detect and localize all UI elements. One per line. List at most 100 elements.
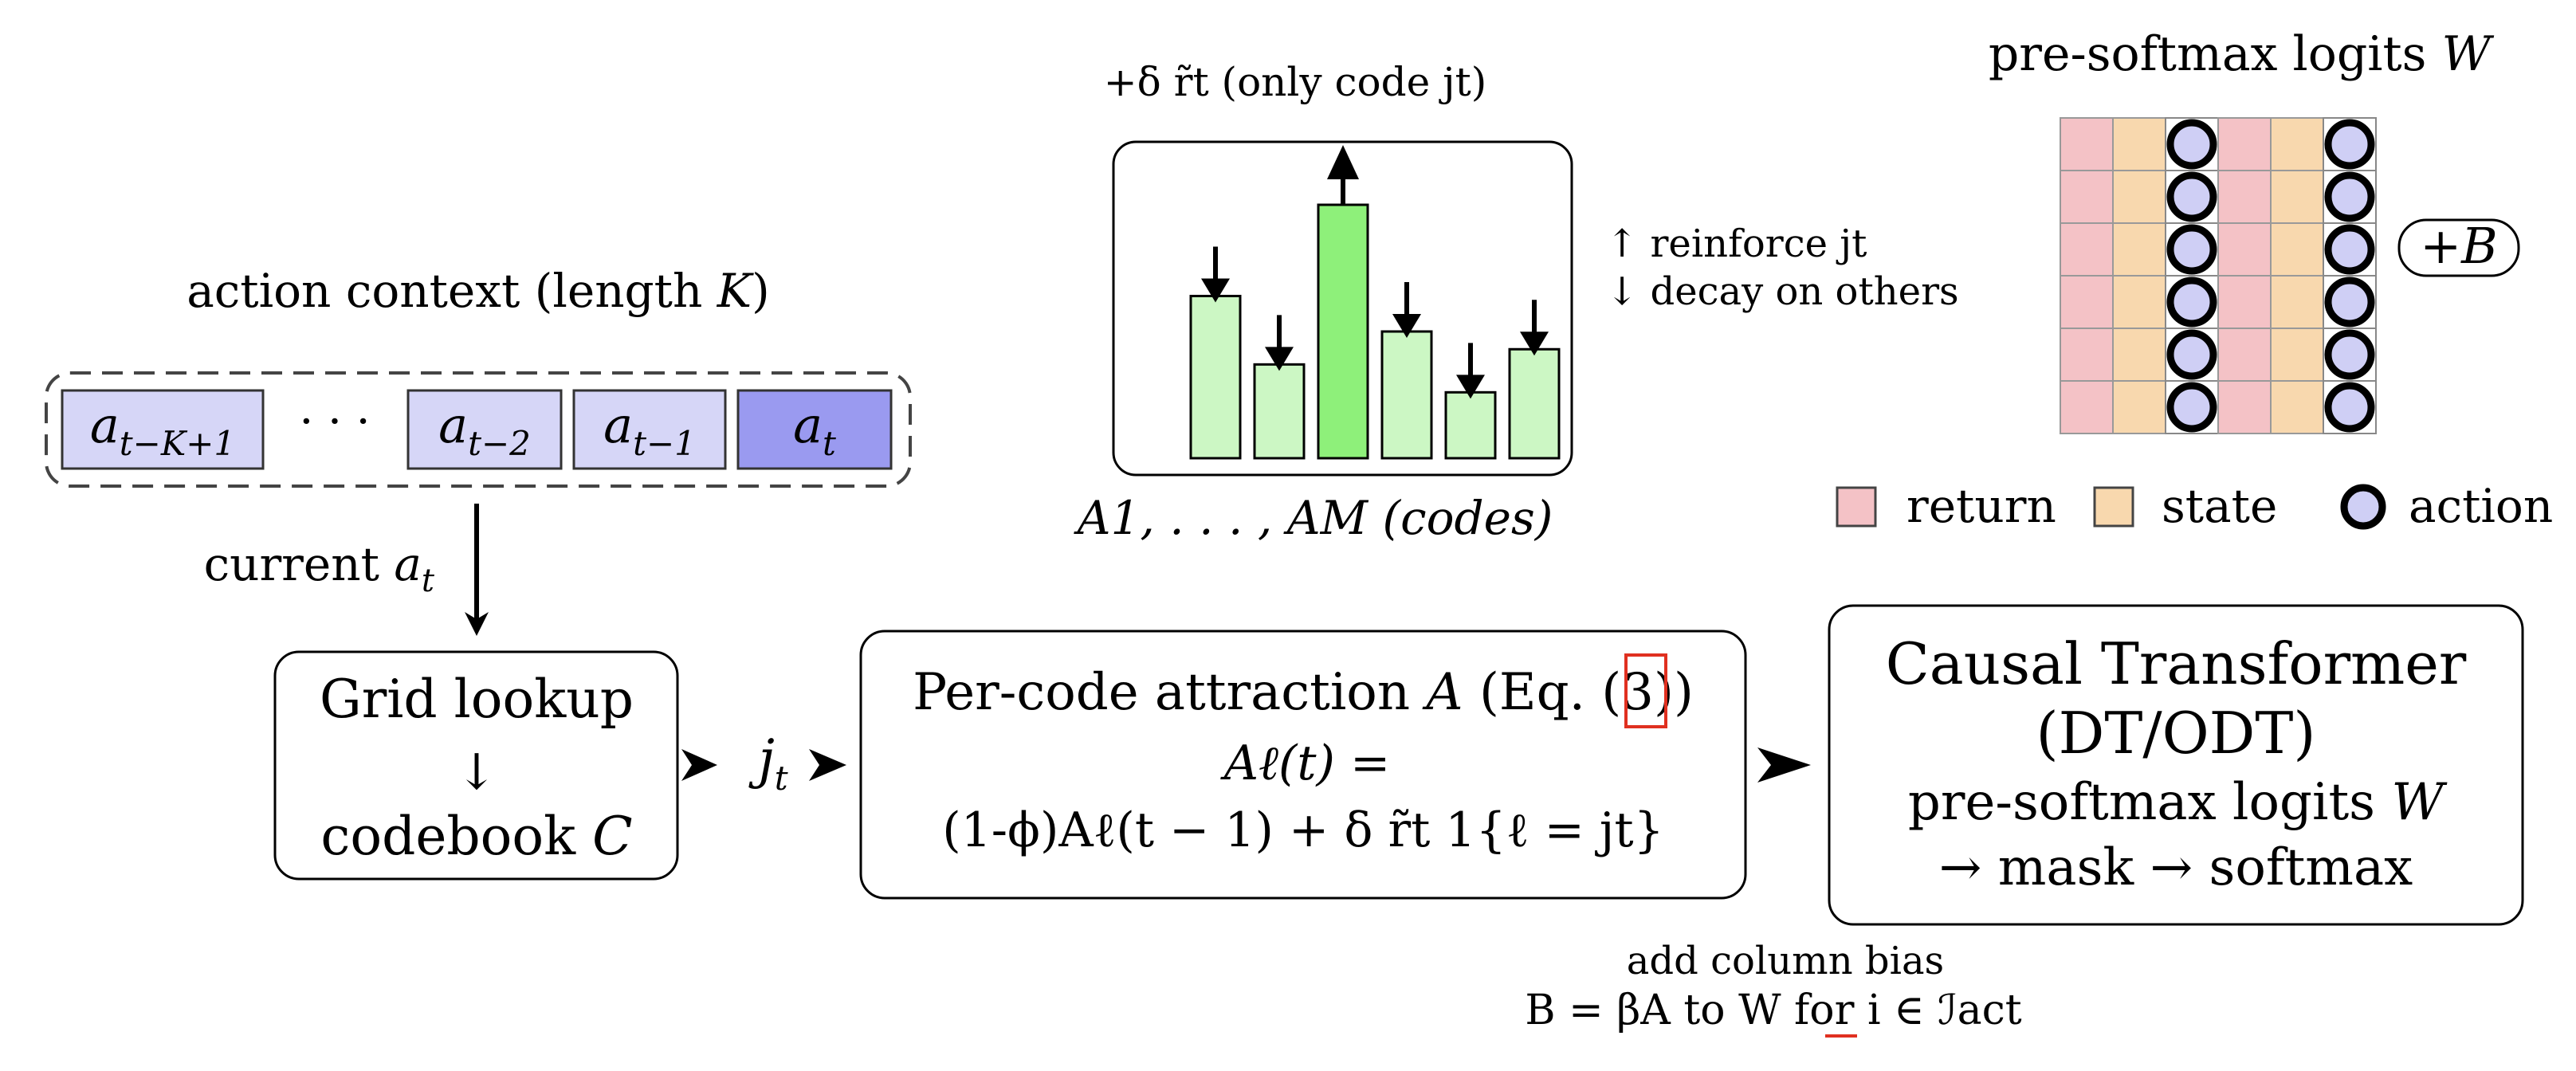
reinforce-arrow-head [1327, 145, 1359, 179]
plus-b-badge [2397, 218, 2520, 277]
action-token-icon [2166, 171, 2217, 222]
arrowhead-to-j [681, 749, 717, 781]
decay-arrowhead-6 [1520, 332, 1549, 356]
action-token-icon [2166, 119, 2217, 170]
code-bar-4 [1380, 330, 1433, 460]
grid-cell-return [2217, 328, 2272, 382]
legend-state-label: state [2162, 479, 2277, 533]
action-context: action context (length K) at−K+1 · · · a… [45, 264, 912, 636]
svg-text:at−2: at−2 [438, 396, 531, 463]
context-title: action context (length K) [187, 264, 770, 318]
decay-arrowhead-1 [1201, 278, 1230, 303]
code-bars [1189, 145, 1561, 460]
grid-cell-state [2112, 117, 2166, 171]
grid-cell-return [2217, 222, 2272, 277]
svg-text:at: at [793, 396, 836, 463]
current-token-label: current at [204, 537, 435, 599]
attraction-formula-lhs: Aℓ(t) = [1220, 736, 1391, 791]
grid-cell-state [2270, 380, 2324, 434]
decay-label: ↓ decay on others [1606, 269, 1959, 314]
transformer-box[interactable]: Causal Transformer (DT/ODT) pre-softmax … [1828, 604, 2524, 926]
legend-action-swatch [2340, 484, 2386, 530]
code-bar-1 [1189, 294, 1242, 460]
grid-cell-state [2270, 117, 2324, 171]
reinforce-label: ↑ reinforce jt [1606, 222, 1867, 266]
action-token-icon [2166, 329, 2217, 380]
grid-lookup-title: Grid lookup [320, 669, 634, 730]
code-bar-6 [1508, 347, 1561, 460]
codes-panel: +δ r̃t (only code jt) A1, . . . , AM (co… [1074, 59, 1959, 545]
codes-bottom-label: A1, . . . , AM (codes) [1074, 491, 1553, 545]
logits-grid [2060, 117, 2377, 434]
codes-top-label: +δ r̃t (only code jt) [1104, 59, 1486, 105]
svg-text:at−1: at−1 [603, 396, 696, 463]
action-token-icon [2166, 277, 2217, 328]
arrowhead-to-transformer [1757, 747, 1811, 783]
legend-state-swatch [2093, 486, 2134, 528]
grid-cell-state [2112, 328, 2166, 382]
token-a-t-minus-2[interactable]: at−2 [406, 389, 563, 470]
action-token-icon [2324, 329, 2375, 380]
action-token-icon [2166, 382, 2217, 433]
transformer-logits: pre-softmax logits W [1908, 773, 2448, 832]
equation-ref-box[interactable] [1624, 653, 1667, 728]
token-a-t-minus-1[interactable]: at−1 [572, 389, 727, 470]
action-token-icon [2324, 277, 2375, 328]
legend-return-label: return [1906, 479, 2056, 533]
plus-b-label: +B [2420, 217, 2498, 275]
grid-cell-state [2112, 222, 2166, 277]
attraction-box[interactable]: Per-code attraction A (Eq. (3)) Aℓ(t) = … [859, 630, 1747, 900]
grid-cell-return [2060, 170, 2114, 224]
decay-arrowhead-5 [1456, 375, 1485, 399]
bias-note-line1: add column bias [1627, 939, 1944, 983]
arrowhead-to-attraction [809, 749, 846, 781]
svg-text:at−K+1: at−K+1 [90, 396, 235, 463]
grid-cell-state [2270, 275, 2324, 329]
code-bar-2 [1253, 363, 1306, 460]
grid-cell-state [2112, 275, 2166, 329]
action-token-icon [2324, 171, 2375, 222]
grid-cell-state [2112, 380, 2166, 434]
decay-arrowhead-2 [1265, 347, 1294, 371]
grid-cell-state [2270, 328, 2324, 382]
attraction-title: Per-code attraction A (Eq. (3)) [913, 663, 1694, 722]
j-t-label: jt [748, 728, 787, 798]
grid-cell-return [2060, 328, 2114, 382]
attraction-formula-rhs: (1-ϕ)Aℓ(t − 1) + δ r̃t 1{ℓ = jt} [942, 802, 1664, 858]
bias-note-line2: B = βA to W for i ∈ ℐact [1525, 987, 2021, 1034]
grid-cell-return [2217, 275, 2272, 329]
logits-panel: pre-softmax logits W +B [1989, 26, 2520, 434]
action-token-icon [2324, 119, 2375, 170]
transformer-mask-softmax: → mask → softmax [1939, 838, 2413, 897]
action-token-icon [2324, 224, 2375, 275]
grid-cell-return [2217, 117, 2272, 171]
code-bar-5 [1444, 390, 1497, 460]
grid-cell-state [2270, 222, 2324, 277]
grid-cell-state [2112, 170, 2166, 224]
legend-return-swatch [1836, 486, 1877, 528]
grid-cell-return [2060, 275, 2114, 329]
code-bar-3 [1317, 203, 1369, 460]
transformer-subtitle: (DT/ODT) [2036, 700, 2316, 767]
token-a-t-K-plus-1[interactable]: at−K+1 [61, 389, 265, 470]
legend: return state action [1836, 479, 2553, 533]
token-a-t-current[interactable]: at [736, 389, 893, 470]
codebook-label: codebook C [320, 806, 632, 867]
grid-cell-state [2270, 170, 2324, 224]
action-token-icon [2166, 224, 2217, 275]
down-arrow-glyph: ↓ [456, 743, 497, 801]
action-token-icon [2324, 382, 2375, 433]
token-ellipsis: · · · [299, 396, 370, 448]
logits-title: pre-softmax logits W [1989, 26, 2495, 82]
grid-lookup-box[interactable]: Grid lookup ↓ codebook C [273, 650, 679, 881]
transformer-title: Causal Transformer [1886, 630, 2467, 697]
grid-cell-return [2217, 170, 2272, 224]
grid-cell-return [2060, 222, 2114, 277]
decay-arrowhead-4 [1392, 314, 1421, 338]
grid-cell-return [2060, 380, 2114, 434]
grid-cell-return [2060, 117, 2114, 171]
grid-cell-return [2217, 380, 2272, 434]
legend-action-label: action [2409, 479, 2553, 533]
bias-note: add column bias B = βA to W for i ∈ ℐact [1525, 939, 2022, 1038]
